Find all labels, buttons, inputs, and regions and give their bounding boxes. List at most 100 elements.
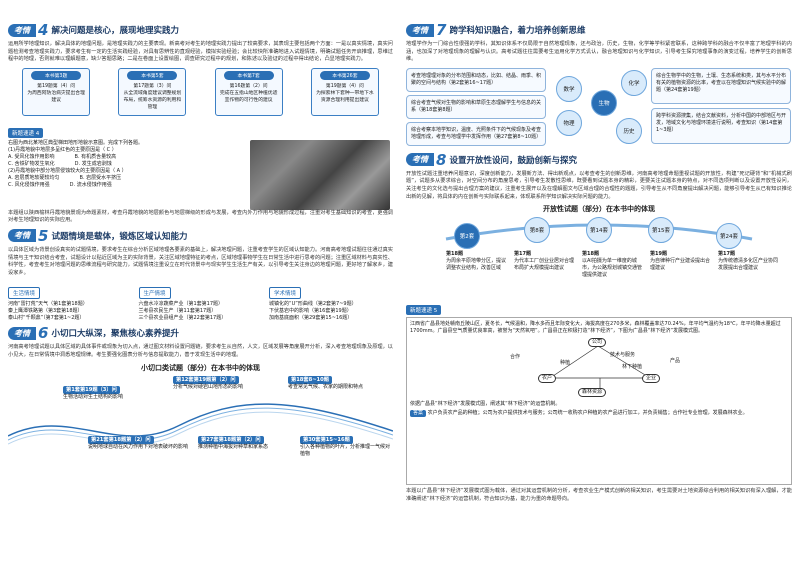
stage-text: 生物活动对生土结构的影响 bbox=[63, 393, 124, 400]
stage-head: 第18套8~10题 bbox=[288, 375, 332, 384]
section-title: 跨学科知识融合，着力培养创新思维 bbox=[449, 26, 586, 36]
context-line: 泰山村“千颗鼎”（第7套第1~2题） bbox=[8, 315, 85, 322]
node-company: 公司 bbox=[588, 338, 607, 348]
option: A. 受风化蚀作用影响 bbox=[8, 153, 55, 160]
new-question-tab: 新题速递 4 bbox=[8, 127, 44, 138]
set-circle: 第2套 bbox=[454, 223, 480, 250]
stage: 第30套第15~16题引入各种植物的叶片，分析推理一气候对植物 bbox=[300, 435, 390, 457]
subject-history: 历史 bbox=[616, 117, 642, 144]
open-item: 第18题为周余平原地带分区，提议调整农业结构，改善区域 bbox=[446, 251, 510, 272]
context-box: 学术情境 城镇化的“U”形曲线（第2套第7~9题） 下伏基岩中的影响（第16套第… bbox=[269, 280, 393, 322]
card-tag: 本书第5套 bbox=[127, 70, 178, 80]
node-label: 种植 bbox=[560, 360, 571, 367]
chart-title: 小切口类试题（部分）在本书中的体现 bbox=[141, 363, 260, 372]
node-farmer: 农户 bbox=[538, 374, 557, 384]
card-sub: 第19题第（4）问 bbox=[37, 83, 76, 89]
section-7-paragraph: 地理学作为一门综合性很强的学科，其知识体系不仅局限于自然地理现象，还与政治，历史… bbox=[406, 41, 792, 63]
option: C. 含铁矿物发生氧化 bbox=[8, 160, 55, 167]
subject-math: 数学 bbox=[556, 75, 582, 102]
question-1: (1)丹霞地貌中地层多呈红色的主要原因是（ C ） bbox=[8, 146, 117, 153]
stage-head: 第27套第18题第（2）问 bbox=[198, 435, 264, 444]
danxia-landform-photo bbox=[250, 139, 390, 210]
item-head: 第17题 bbox=[514, 251, 531, 258]
context-line: 三个县农业县组产业（第22套第17题） bbox=[138, 315, 227, 322]
new-question-tab: 新题速递 5 bbox=[406, 305, 442, 316]
option: D. 发生成岩剥蚀 bbox=[74, 160, 112, 167]
set-circle: 第14套 bbox=[586, 217, 612, 244]
section-number: 4 bbox=[38, 21, 49, 39]
news-5-final: 本题以广昌县“林下经济”发展模式图为载体，通过对其运营机制的分析，考查农业生产模… bbox=[406, 488, 792, 502]
context-line: 下伏基岩中的影响（第16套第19题） bbox=[269, 308, 352, 315]
note-box: 综合考察本地学知识，温度、光照条件下的气候现象及考查地理形成，考查与地理学中发挥… bbox=[406, 121, 546, 146]
section-4-paragraph: 运用所学地理知识，解决具体的地理问题，是地理实践力的主要表现。新高考对考生的地理… bbox=[8, 41, 393, 63]
open-item: 第17题为代本工厂创业业居对合理布局扩大规模提出建议 bbox=[514, 251, 578, 272]
section-number: 7 bbox=[436, 21, 447, 39]
subject-chemistry: 化学 bbox=[621, 69, 647, 96]
right-column: 考情 7 跨学科知识融合，着力培养创新思维 地理学作为一门综合性很强的学科，其知… bbox=[406, 22, 792, 503]
stage: 第27套第18题第（2）问推测种植中海拔对种草和家系态 bbox=[198, 435, 298, 450]
item-head: 第19题 bbox=[650, 251, 667, 258]
note-box: 综合考查气候对生物的影响和草原生态理解学生与信息的关系（第18套第8题） bbox=[406, 94, 546, 119]
section-tag: 考情 bbox=[406, 153, 434, 167]
item-text: 为代本工厂创业业居对合理布局扩大规模提出建议 bbox=[514, 258, 575, 272]
news-5-quote: 江西省广昌县地处赣南丘陵山区，夏冬长，气候温和，降水多而且年际变化大，海拔高度在… bbox=[410, 321, 781, 335]
section-number: 5 bbox=[38, 226, 49, 245]
node-label: 林下种植 bbox=[622, 364, 643, 371]
option: B. 有机质含量较高 bbox=[74, 153, 117, 160]
context-line: 六盘水冷凉蔬菜产业（第1套第17题） bbox=[138, 301, 224, 308]
stage-head: 第21套第18题第（2）问 bbox=[88, 435, 154, 444]
news-5-task: 依据广昌县“林下经济”发展模式图，阐述其“林下经济”的运营机制。 bbox=[410, 401, 561, 408]
note-box: 综合生物学中的生物，土壤、生态系统和类，其与水平分布有关的植物资源的比率，考查以… bbox=[651, 67, 791, 104]
section-5-header: 考情 5 试题情境是载体，锻炼区域认知能力 bbox=[8, 228, 393, 244]
option: A. 岩层质地软硬较均匀 bbox=[8, 174, 60, 181]
subject-physics: 物理 bbox=[556, 109, 582, 136]
set-circle: 第24套 bbox=[716, 223, 742, 250]
node-enterprise: 企业 bbox=[642, 374, 661, 384]
open-item: 第17题为传统德清多化区产业协同发展提出合理建议 bbox=[718, 251, 782, 272]
card-text: 为周西阿防治病灾提出合理建议 bbox=[27, 90, 85, 103]
card-sub: 第19题第（4）问 bbox=[325, 83, 364, 89]
section-tag: 考情 bbox=[8, 229, 36, 243]
item-head: 第18题 bbox=[582, 251, 599, 258]
stage-head: 第12套第19题第（2）问 bbox=[173, 375, 239, 384]
context-box: 生产情境 六盘水冷凉蔬菜产业（第1套第17题） 兰考县农民生产（第11套第17题… bbox=[138, 280, 263, 322]
context-line: 城镇化的“U”形曲线（第2套第7~9题） bbox=[269, 301, 357, 308]
item-head: 第18题 bbox=[446, 251, 463, 258]
section-7-header: 考情 7 跨学科知识融合，着力培养创新思维 bbox=[406, 22, 792, 38]
context-box: 生活情境 河南“雷打荒”天气（第1套第18题） 秦上鹰潭铁路第（第3套第18题）… bbox=[8, 280, 132, 322]
context-head: 生活情境 bbox=[8, 287, 41, 300]
stage: 第18套8~10题考查常见气候、农家的期限和特点 bbox=[288, 375, 388, 390]
open-item: 第19题为自律种行产业建设提出合理建议 bbox=[650, 251, 714, 272]
item-head: 第17题 bbox=[718, 251, 735, 258]
section-5-paragraph: 以具体区域为背景创设真实的试题情境，要求考生在综合分析区域地理各要素的基础上，解… bbox=[8, 246, 393, 276]
context-line: 秦上鹰潭铁路第（第3套第18题） bbox=[8, 308, 83, 315]
option: B. 岩层受水平挤压 bbox=[79, 174, 122, 181]
left-column: 考情 4 解决问题是核心，展现地理实践力 运用所学地理知识，解决具体的地理问题，… bbox=[8, 22, 393, 462]
section-title: 解决问题是核心，展现地理实践力 bbox=[51, 26, 179, 36]
stage: 第12套第19题第（2）问分析气候对硬岩山地形态的影响 bbox=[173, 375, 283, 390]
answer-tag: 答案 bbox=[410, 410, 427, 418]
section-6-header: 考情 6 小切口大纵深，聚焦核心素养提升 bbox=[8, 325, 393, 341]
section-4-header: 考情 4 解决问题是核心，展现地理实践力 bbox=[8, 22, 393, 38]
stage: 第1套第19题（3）问生物活动对生土结构的影响 bbox=[63, 385, 173, 400]
node-label: 技术与服务 bbox=[610, 352, 636, 359]
note-box: 考查地理理对象的分布范围和动态，比如、结晶、雨季、积聚的空间与结构（第2套第16… bbox=[406, 67, 546, 92]
open-question-diagram: 第2套 第8套 第14套 第15套 第24套 第18题为周余平原地带分区，提议调… bbox=[406, 217, 792, 297]
context-head: 学术情境 bbox=[269, 287, 302, 300]
card-tag: 本书第3题 bbox=[31, 70, 82, 80]
news-5-box: 江西省广昌县地处赣南丘陵山区，夏冬长，气候温和，降水多而且年际变化大，海拔高度在… bbox=[406, 317, 792, 486]
stage-text: 分析气候对硬岩山地形态的影响 bbox=[173, 383, 244, 390]
stage-head: 第1套第19题（3）问 bbox=[63, 385, 120, 394]
stage-text: 说明地球自动在风力作用下对地表破坏的影响 bbox=[88, 443, 189, 450]
card: 本书第7套 第16题第（2）问 完成在五指山地区种植优适宜作物的可行性的建议 bbox=[214, 67, 283, 116]
context-head: 生产情境 bbox=[138, 287, 171, 300]
option: D. 流水侵蚀作用强 bbox=[69, 181, 112, 188]
item-text: 以AI拍摄为单一维度的城市，为公路规划城镇交通管理提供建议 bbox=[582, 258, 643, 279]
stage-text: 推测种植中海拔对种草和家系态 bbox=[198, 443, 269, 450]
card: 本书第5套 第17题第（3）问 从全流域角度建议调整规划布局，统筹水资源的利用和… bbox=[118, 67, 187, 116]
cross-subject-diagram: 考查地理理对象的分布范围和动态，比如、结晶、雨季、积聚的空间与结构（第2套第16… bbox=[406, 67, 792, 148]
question-2: (2)丹霞地貌中部分地层侵蚀较大的主要原因是（ A ） bbox=[8, 167, 127, 174]
item-text: 为周余平原地带分区，提议调整农业结构，改善区域 bbox=[446, 258, 507, 272]
card-tag: 本书第26套 bbox=[319, 70, 370, 80]
